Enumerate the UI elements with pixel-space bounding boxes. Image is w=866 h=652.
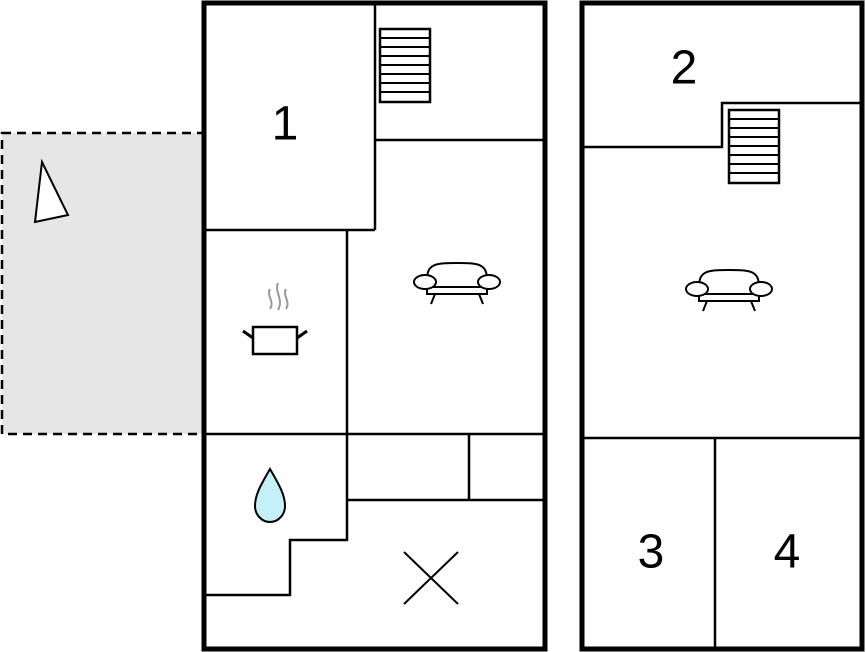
staircase-icon xyxy=(727,108,781,185)
water-drop-icon xyxy=(253,466,287,524)
cooking-pot-icon xyxy=(242,282,308,356)
room-2-label: 2 xyxy=(671,42,698,95)
sofa-icon xyxy=(413,261,501,305)
ground-floor: 1 xyxy=(201,0,548,652)
room-1-label: 1 xyxy=(272,98,299,151)
north-arrow-icon xyxy=(33,158,70,224)
upper-floor: 2 3 4 xyxy=(579,0,865,652)
terrace-area xyxy=(0,131,206,436)
upper-floor-outline xyxy=(579,0,865,652)
room-4-label: 4 xyxy=(774,526,801,579)
staircase-icon xyxy=(378,27,432,104)
cross-mark-icon xyxy=(403,551,459,605)
room-3-label: 3 xyxy=(638,526,665,579)
sofa-icon xyxy=(685,268,773,312)
